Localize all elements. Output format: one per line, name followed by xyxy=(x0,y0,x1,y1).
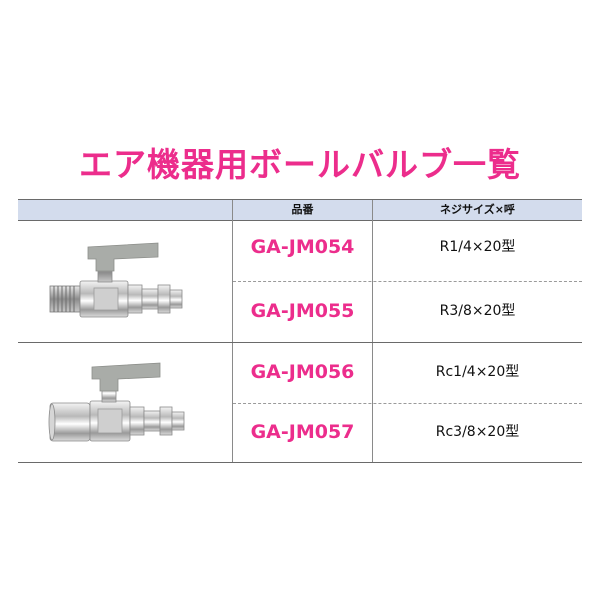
header-thread-column: ネジサイズ×呼 xyxy=(440,203,515,216)
model-number: GA-JM055 xyxy=(250,300,355,322)
thread-size: R3/8×20型 xyxy=(439,303,516,319)
page-title: エア機器用ボールバルブ一覧 xyxy=(79,145,521,184)
table-top-border xyxy=(18,199,582,200)
thread-size: Rc1/4×20型 xyxy=(435,364,520,380)
header-image-column xyxy=(18,200,232,220)
table-bottom-border xyxy=(18,462,582,463)
female-thread-ball-valve-icon xyxy=(48,362,185,442)
model-number: GA-JM056 xyxy=(250,361,355,383)
model-number: GA-JM057 xyxy=(250,421,355,443)
product-table: 品番 ネジサイズ×呼 xyxy=(18,199,582,463)
header-model-column: 品番 xyxy=(291,203,314,216)
table-header-row: 品番 ネジサイズ×呼 xyxy=(18,200,582,221)
thread-size: Rc3/8×20型 xyxy=(435,424,520,440)
column-divider-1 xyxy=(232,200,233,463)
male-thread-ball-valve-icon xyxy=(49,242,183,318)
group-divider xyxy=(18,342,582,343)
row-divider-dashed-2 xyxy=(233,403,582,404)
row-divider-dashed-1 xyxy=(233,281,582,282)
model-number: GA-JM054 xyxy=(250,236,355,258)
column-divider-2 xyxy=(372,200,373,463)
product-image-cell-2 xyxy=(18,343,232,463)
product-image-cell-1 xyxy=(18,221,232,342)
thread-size: R1/4×20型 xyxy=(439,239,516,255)
